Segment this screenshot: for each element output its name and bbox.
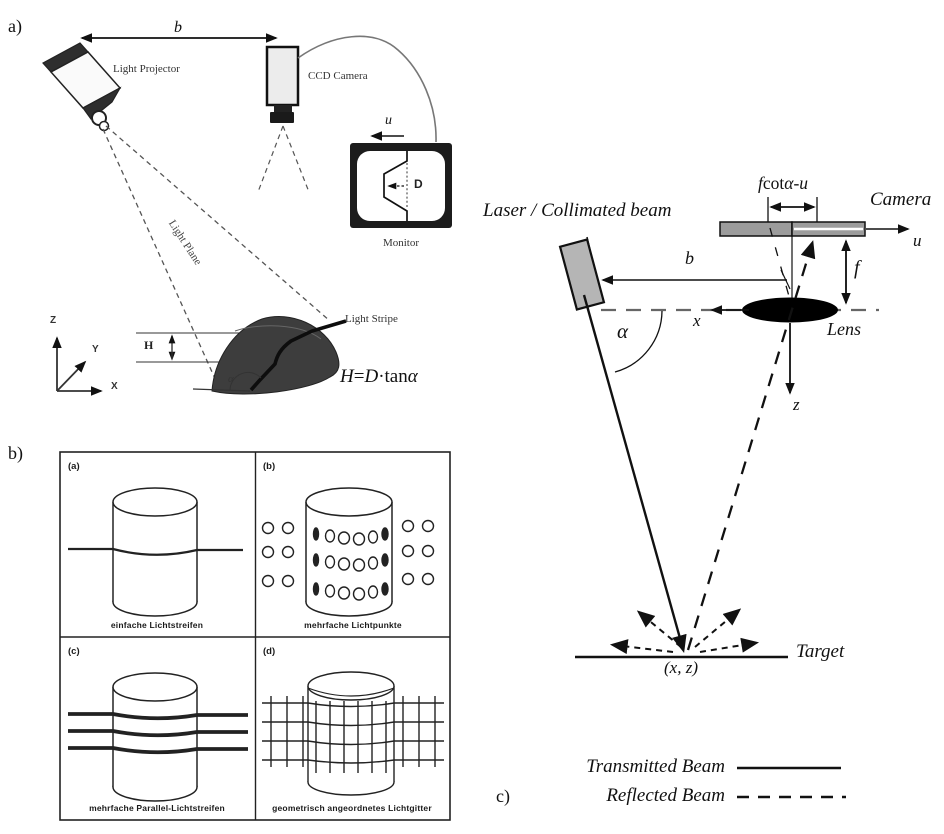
panel-b-drawing <box>59 451 451 821</box>
cell-d-cylinder <box>262 671 444 796</box>
cell-c-cylinder <box>68 672 248 802</box>
cell-d-caption: geometrisch angeordnetes Lichtgitter <box>272 803 432 813</box>
cell-c-tag: (c) <box>68 646 80 657</box>
panel-a-tag: a) <box>8 16 22 36</box>
cell-d-tag: (d) <box>263 646 276 657</box>
b-label-c: b <box>685 248 694 268</box>
axis-y-label: Y <box>92 344 99 355</box>
camera-label-c: Camera <box>870 189 932 210</box>
h-label: H <box>144 338 154 352</box>
offset-cot: cot <box>762 173 785 193</box>
sensor-offset-label: fcotα-u <box>758 173 809 193</box>
panel-b-tag: b) <box>8 443 23 463</box>
cell-a-cylinder <box>68 487 243 617</box>
f-label-c: f <box>854 257 860 279</box>
light-plane-rays <box>102 125 331 393</box>
formula-h: H <box>340 366 354 387</box>
lens-label: Lens <box>827 319 862 339</box>
light-projector <box>42 42 122 132</box>
camera-sensor-bar <box>719 221 866 237</box>
measured-object <box>211 315 340 395</box>
cell-b-caption: mehrfache Lichtpunkte <box>304 620 402 630</box>
legend-reflected-label: Reflected Beam <box>606 785 725 806</box>
axis-z-label: Z <box>50 315 57 326</box>
light-stripe-label: Light Stripe <box>345 313 398 325</box>
transmitted-beam <box>582 294 687 653</box>
cell-d-cyl-grid <box>307 701 395 773</box>
laser-body <box>558 238 606 311</box>
cell-c-caption: mehrfache Parallel-Lichtstreifen <box>89 803 225 813</box>
target-label: Target <box>796 641 845 662</box>
formula-eq: = <box>353 366 365 387</box>
sensor-offset-measure <box>767 197 818 222</box>
point-xz-label: (x, z) <box>664 658 698 677</box>
formula-alpha: α <box>407 366 418 387</box>
u-label-a: u <box>385 113 392 128</box>
monitor-profile-line <box>383 151 408 221</box>
offset-alpha: α <box>784 173 794 193</box>
x-label-c: x <box>693 311 701 330</box>
xyz-axes <box>52 336 103 396</box>
cell-b-dots <box>261 519 435 601</box>
lens <box>742 297 838 323</box>
formula-op: ·tan <box>378 366 408 387</box>
b-measure <box>601 269 791 290</box>
offset-f: f <box>758 173 763 193</box>
cell-a-caption: einfache Lichtstreifen <box>110 620 204 630</box>
ccd-camera <box>265 45 300 123</box>
panel-a-drawing <box>42 33 452 396</box>
baseline-b-label-a: b <box>174 19 182 36</box>
alpha-label-c: α <box>617 319 629 343</box>
cell-b-cylinder <box>305 487 393 617</box>
cell-b-tag: (b) <box>263 461 276 472</box>
light-stripe-line <box>249 319 347 392</box>
cell-d-bg-grid <box>262 696 444 767</box>
ccd-camera-label: CCD Camera <box>308 70 368 82</box>
reflected-beam <box>686 240 816 651</box>
alpha-arc <box>614 310 663 373</box>
cell-a-tag: (a) <box>68 461 80 472</box>
camera-view-rays <box>257 125 310 193</box>
axis-x-label: X <box>111 381 118 392</box>
panel-c-tag: c) <box>496 786 510 806</box>
monitor-label: Monitor <box>382 237 420 249</box>
z-label-c: z <box>793 395 800 414</box>
formula-d: D <box>364 366 379 387</box>
legend-transmitted-label: Transmitted Beam <box>586 756 725 777</box>
alpha-angle-a <box>192 371 262 392</box>
monitor <box>350 143 452 228</box>
d-displacement-label: D <box>414 177 423 191</box>
laser-label: Laser / Collimated beam <box>483 200 672 221</box>
panel-c-drawing <box>558 197 910 799</box>
alpha-label-a: α <box>228 373 234 385</box>
scattered-rays <box>609 608 760 655</box>
camera-cable <box>297 35 437 143</box>
formula-h-d-tan-alpha: H=D·tanα <box>340 366 418 388</box>
offset-minus: - <box>793 173 800 193</box>
offset-u: u <box>799 173 809 193</box>
u-label-c: u <box>913 231 922 250</box>
light-projector-label: Light Projector <box>113 63 180 75</box>
